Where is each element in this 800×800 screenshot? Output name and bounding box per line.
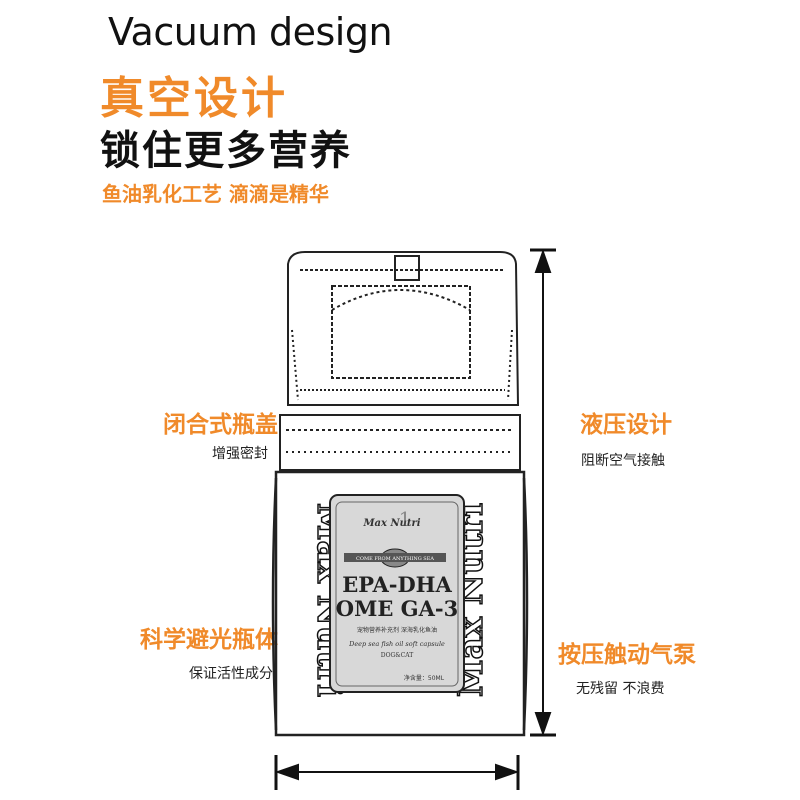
height-dimension-arrow — [530, 248, 556, 737]
label-cn-desc: 宠物营养补充剂 深海乳化鱼油 — [357, 626, 437, 634]
feature-pump-desc: 无残留 不浪费 — [576, 681, 665, 697]
width-dimension-arrow — [274, 755, 520, 790]
label-ribbon: COME FROM ANYTHING SEA — [356, 556, 434, 562]
bottle-cap — [287, 251, 520, 406]
title-chinese: 真空设计 — [100, 73, 288, 124]
feature-hydraulic-title: 液压设计 — [580, 412, 672, 438]
label-volume: 净含量：50ML — [404, 674, 445, 682]
label-line1: EPA-DHA — [342, 572, 452, 597]
label-target: DOG&CAT — [381, 652, 413, 659]
feature-cap-title: 闭合式瓶盖 — [163, 412, 278, 438]
product-label: Max Nutri 1 COME FROM ANYTHING SEA EPA-D… — [329, 494, 465, 693]
bottle-body — [271, 470, 529, 737]
feature-bottle-desc: 保证活性成分 — [189, 666, 273, 682]
label-brand-num: 1 — [399, 507, 412, 531]
tagline: 鱼油乳化工艺 滴滴是精华 — [102, 182, 329, 206]
label-line2: OME GA-3 — [336, 596, 458, 621]
subtitle-chinese: 锁住更多营养 — [100, 128, 352, 174]
bottle-shoulder — [279, 414, 521, 471]
label-en-desc: Deep sea fish oil soft capsule — [348, 640, 445, 648]
feature-hydraulic-desc: 阻断空气接触 — [581, 453, 665, 469]
feature-bottle-title: 科学避光瓶体 — [140, 627, 278, 653]
feature-pump-title: 按压触动气泵 — [558, 642, 696, 668]
label-brand: Max Nutri — [362, 518, 420, 529]
title-english: Vacuum design — [108, 10, 393, 54]
feature-cap-desc: 增强密封 — [212, 446, 268, 462]
